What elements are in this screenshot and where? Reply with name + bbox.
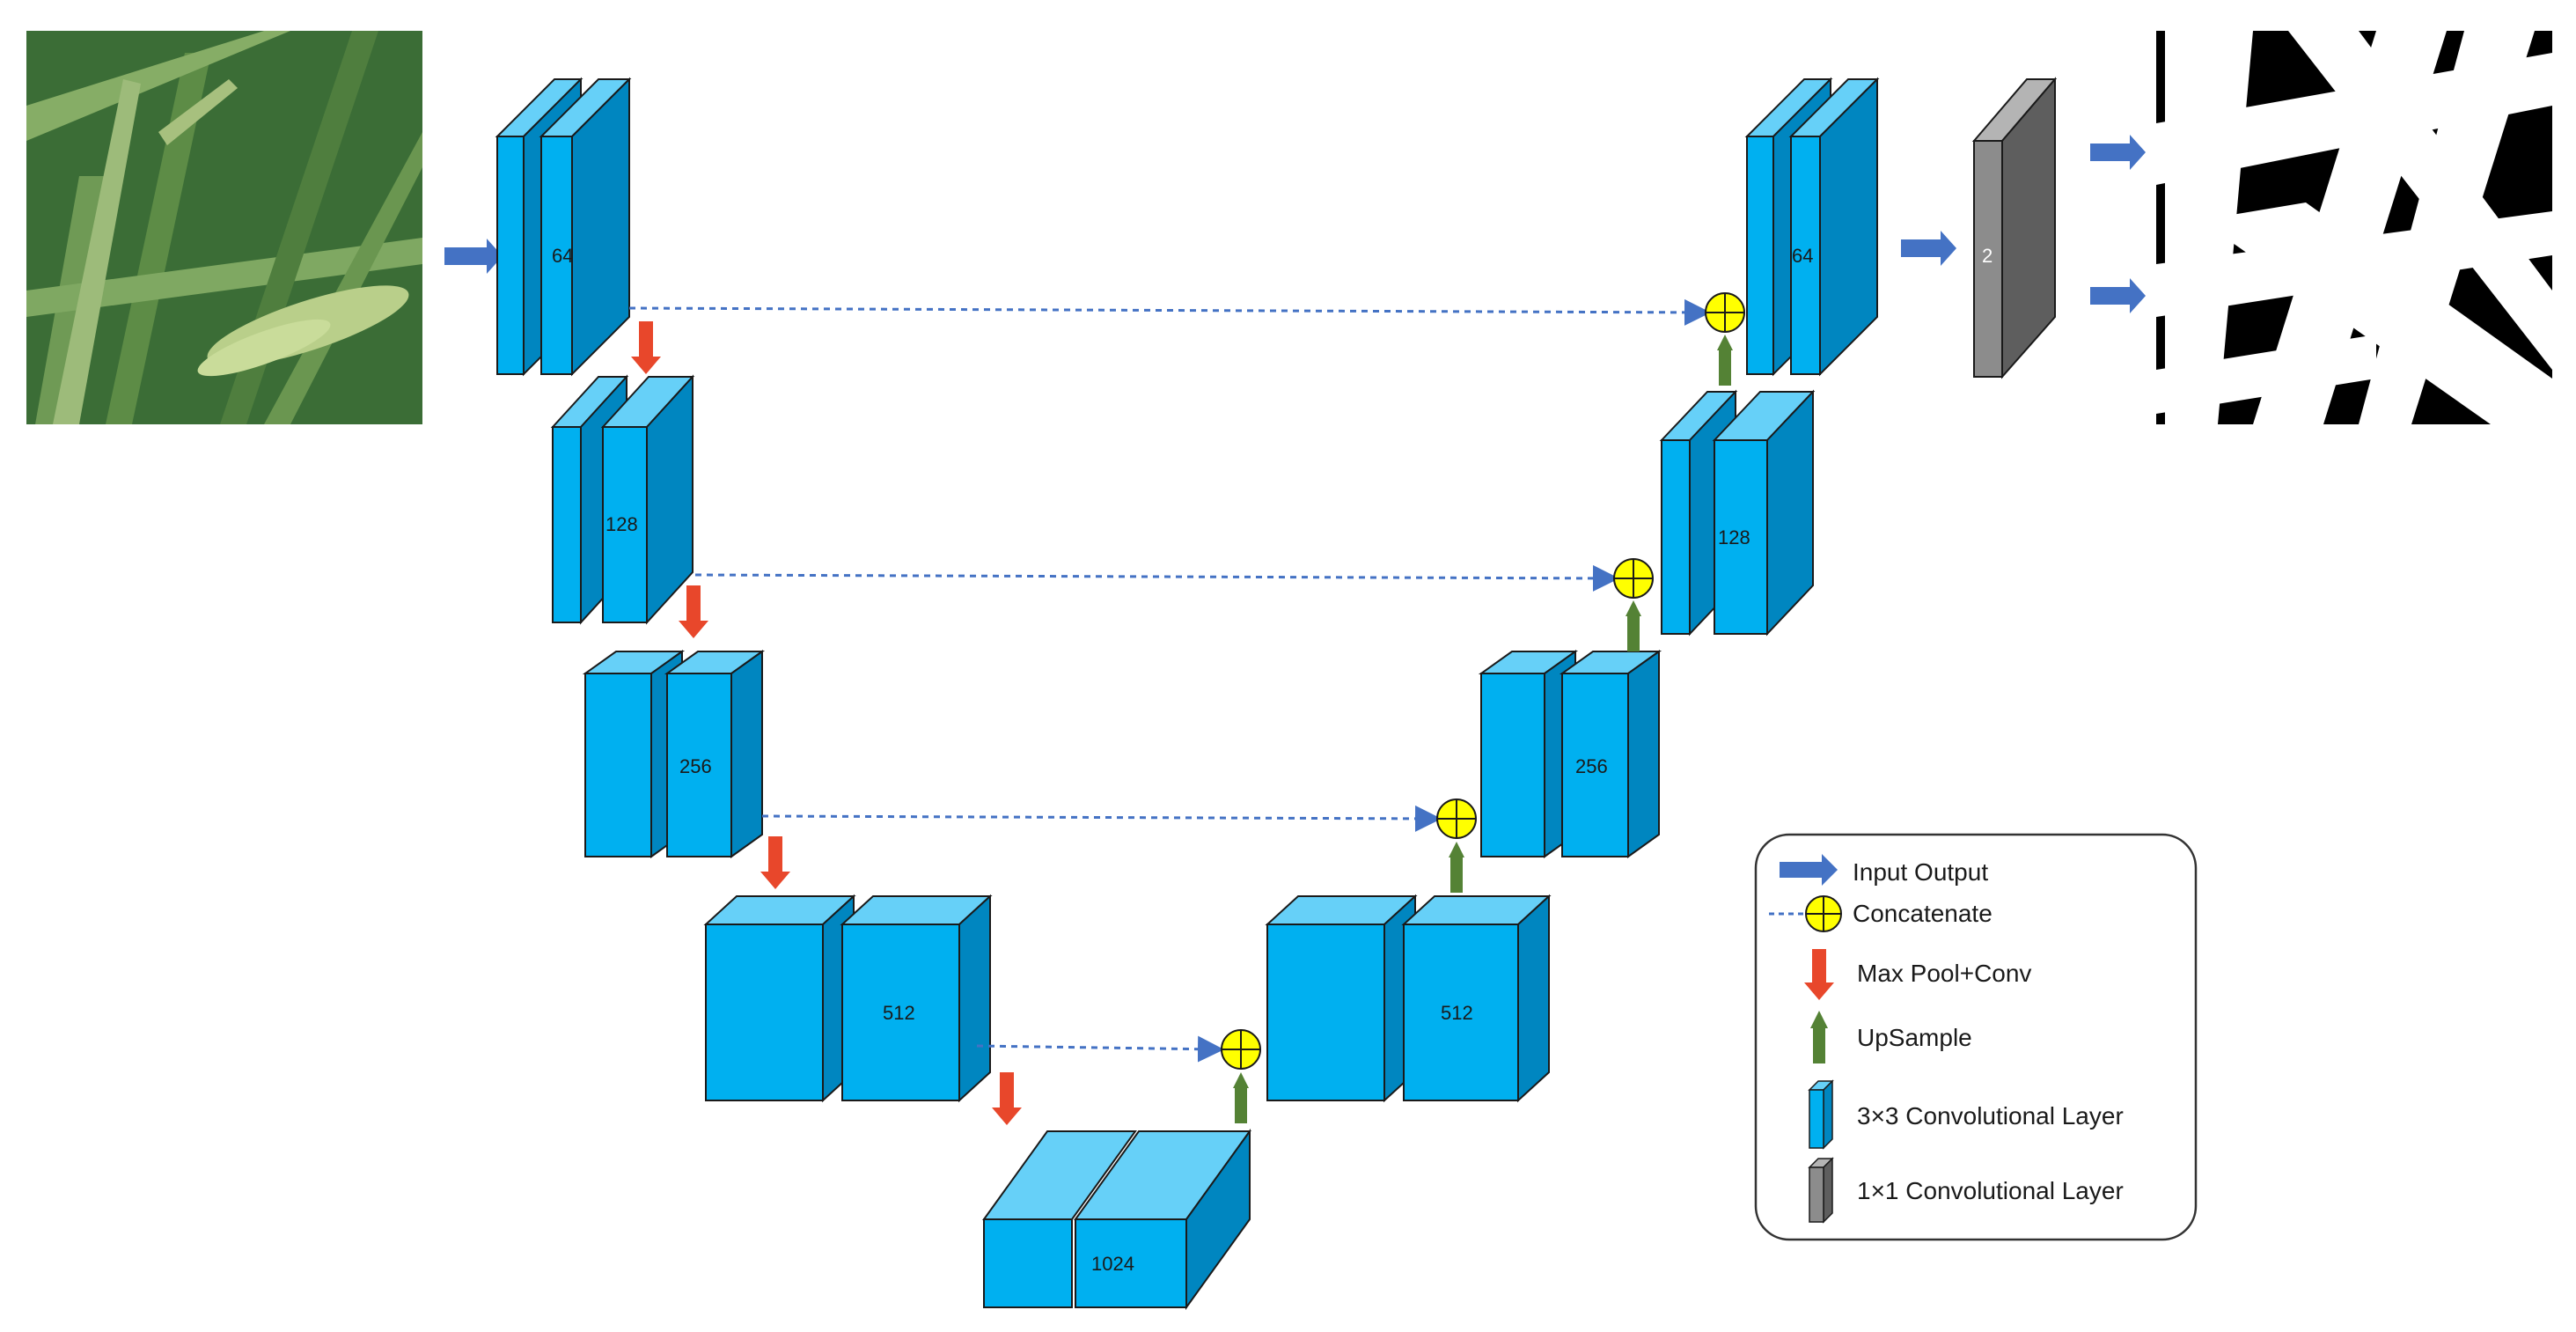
encoder-label-512: 512: [883, 1002, 915, 1024]
output-conv-label: 2: [1982, 245, 1993, 267]
legend-upsample-icon: [1810, 1011, 1828, 1063]
maxpool-arrow-2: [679, 585, 708, 638]
bottleneck-label-1024: 1024: [1091, 1253, 1134, 1275]
decoder-label-512: 512: [1441, 1002, 1473, 1024]
legend: Input Output Concatenate Max Pool+Conv U…: [1754, 833, 2198, 1241]
encoder-label-256: 256: [679, 755, 712, 777]
output-conv-block: [1971, 77, 2058, 379]
encoder-block-128: [550, 374, 695, 625]
encoder-block-64: [495, 77, 632, 377]
decoder-label-64: 64: [1792, 245, 1813, 267]
concat-symbol-128: [1613, 558, 1654, 599]
legend-conv1-label: 1×1 Convolutional Layer: [1857, 1177, 2124, 1204]
maxpool-arrow-3: [760, 836, 790, 889]
encoder-label-128: 128: [605, 513, 638, 535]
legend-input-output-label: Input Output: [1853, 858, 1988, 886]
decoder-block-128: [1659, 389, 1816, 637]
decoder-block-512: [1265, 894, 1552, 1103]
legend-conv3-icon: [1808, 1079, 1834, 1150]
decoder-label-128: 128: [1718, 526, 1750, 548]
bottleneck-block-1024: [982, 1128, 1251, 1311]
legend-input-output-icon: [1780, 854, 1838, 886]
conv-output-arrow: [1901, 231, 1956, 266]
output-mask: [2156, 31, 2552, 424]
encoder-label-64: 64: [552, 245, 573, 267]
maxpool-arrow-1: [631, 321, 661, 374]
upsample-arrow-1: [1233, 1072, 1249, 1123]
skip-connection-128: [694, 564, 1619, 592]
concat-symbol-256: [1436, 798, 1477, 839]
legend-conv3-label: 3×3 Convolutional Layer: [1857, 1102, 2124, 1130]
legend-conv1-icon: [1808, 1157, 1834, 1224]
concat-symbol-512: [1221, 1029, 1261, 1070]
legend-upsample-label: UpSample: [1857, 1024, 1972, 1051]
decoder-block-256: [1478, 650, 1662, 858]
input-arrow: [444, 239, 503, 274]
input-image: [26, 31, 422, 424]
decoder-block-64: [1744, 77, 1880, 377]
encoder-block-256: [582, 650, 766, 858]
output-arrow-top: [2090, 135, 2146, 170]
legend-concatenate-icon: [1769, 895, 1842, 932]
output-arrow-bottom: [2090, 278, 2146, 313]
legend-maxpool-label: Max Pool+Conv: [1857, 960, 2031, 987]
skip-connection-256: [761, 805, 1442, 832]
skip-connection-512: [976, 1035, 1224, 1063]
upsample-arrow-2: [1449, 842, 1464, 893]
skip-connection-64: [628, 298, 1711, 326]
legend-maxpool-icon: [1804, 949, 1834, 1000]
maxpool-arrow-4: [992, 1072, 1022, 1125]
decoder-label-256: 256: [1575, 755, 1608, 777]
encoder-block-512: [703, 894, 993, 1103]
upsample-arrow-4: [1717, 335, 1733, 386]
concat-symbol-64: [1705, 292, 1745, 333]
upsample-arrow-3: [1626, 600, 1641, 651]
legend-concatenate-label: Concatenate: [1853, 900, 1993, 927]
